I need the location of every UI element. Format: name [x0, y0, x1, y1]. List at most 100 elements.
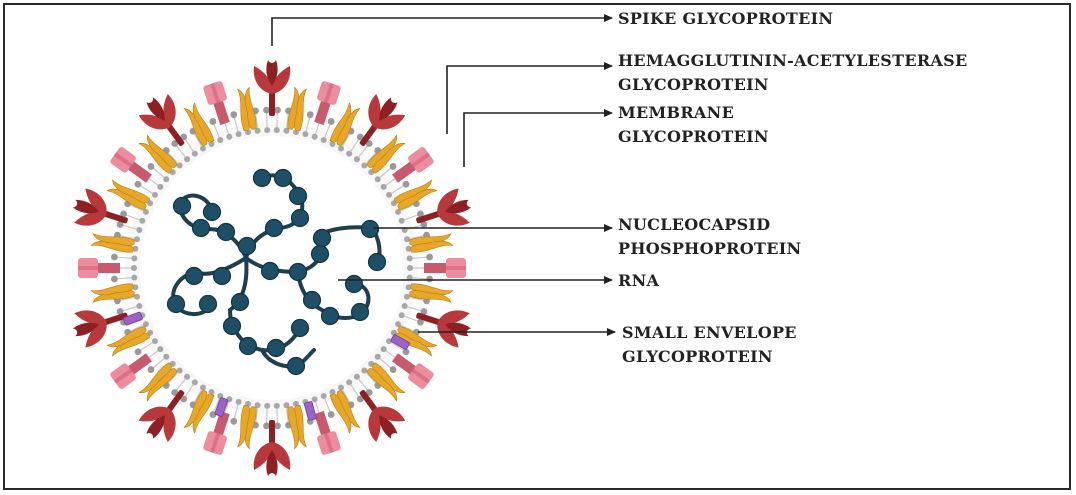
nucleocapsid-bead	[266, 338, 286, 358]
membrane-callout-line	[463, 109, 613, 167]
nucleocapsid-bead	[273, 168, 293, 188]
lipid-head	[306, 111, 314, 119]
lipid-tail	[167, 152, 179, 164]
lipid-head	[403, 293, 410, 300]
lipid-tail	[365, 372, 377, 384]
lipid-head	[361, 162, 368, 169]
lipid-head	[353, 373, 360, 380]
hemagglutinin-esterase	[424, 258, 466, 278]
lipid-head	[380, 346, 387, 353]
nucleocapsid-bead	[222, 316, 242, 336]
lipid-head	[361, 367, 368, 374]
hemagglutinin-esterase	[392, 353, 434, 389]
lipid-head	[226, 133, 233, 140]
lipid-head	[131, 255, 138, 262]
lipid-head	[142, 321, 149, 328]
lipid-tail	[341, 133, 351, 147]
membrane-glycoprotein	[138, 134, 178, 174]
lipid-tail	[324, 124, 331, 138]
lipid-tail	[400, 324, 414, 332]
lipid-tail	[358, 378, 368, 391]
labels: SPIKE GLYCOPROTEIN HEMAGGLUTININ-ACETYLE…	[618, 9, 967, 366]
lipid-head	[346, 379, 353, 386]
lipid-head	[283, 127, 290, 134]
lipid-head	[338, 145, 344, 152]
lipid-tail	[409, 296, 424, 301]
lipid-head	[402, 180, 410, 188]
lipid-tail	[117, 277, 132, 280]
lipid-head	[131, 274, 138, 281]
lipid-head	[273, 402, 280, 409]
hemagglutinin-esterase	[110, 353, 152, 389]
lipid-tail	[233, 117, 239, 132]
nucleocapsid-bead	[198, 294, 218, 314]
lipid-tail	[379, 167, 392, 178]
lipid-head	[142, 208, 149, 215]
rna-label: RNA	[618, 271, 660, 290]
lipid-head	[134, 293, 141, 300]
lipid-head	[209, 118, 217, 125]
lipid-head	[132, 245, 139, 252]
nucleocapsid-bead	[172, 196, 192, 216]
nucleocapsid-bead	[166, 294, 186, 314]
spike-glycoprotein	[416, 188, 472, 226]
membrane-label-line1: MEMBRANE	[618, 103, 734, 122]
lipid-tail	[404, 214, 418, 221]
nucleocapsid-bead	[290, 318, 310, 338]
membrane-glycoprotein	[90, 233, 135, 253]
lipid-head	[405, 245, 412, 252]
lipid-tail	[213, 124, 220, 138]
small-envelope-protein	[123, 311, 143, 326]
lipid-head	[110, 253, 118, 261]
lipid-head	[163, 353, 170, 360]
spike-glycoprotein	[72, 310, 128, 348]
lipid-head	[264, 402, 271, 409]
membrane-glycoprotein	[237, 405, 257, 450]
lipid-head	[389, 163, 397, 170]
lipid-head	[320, 392, 327, 399]
lipid-head	[180, 395, 188, 403]
lipid-head	[273, 127, 280, 134]
lipid-head	[401, 303, 408, 310]
lipid-head	[426, 275, 434, 283]
lipid-head	[176, 367, 183, 374]
membrane-label-line2: GLYCOPROTEIN	[618, 127, 769, 146]
lipid-tail	[140, 185, 153, 194]
lipid-head	[217, 137, 224, 144]
lipid-head	[356, 133, 364, 141]
nucleocapsid-beads	[166, 168, 387, 376]
spike-glycoprotein	[72, 188, 128, 226]
lipid-head	[163, 176, 170, 183]
lipid-head	[292, 400, 299, 407]
lipid-tail	[193, 389, 203, 403]
lipid-head	[398, 217, 405, 224]
lipid-tail	[117, 256, 132, 259]
lipid-tail	[167, 372, 179, 384]
lipid-head	[254, 402, 261, 409]
hemagglutinin-callout-line	[446, 62, 613, 134]
lipid-head	[235, 398, 242, 405]
lipid-head	[200, 145, 206, 152]
lipid-head	[302, 131, 309, 138]
lipid-head	[147, 163, 155, 170]
lipid-head	[263, 422, 270, 430]
lipid-tail	[184, 139, 194, 152]
lipid-tail	[126, 214, 140, 221]
nucleocapsid-bead	[312, 228, 332, 248]
lipid-head	[274, 422, 281, 430]
nucleocapsid-label-line1: NUCLEOCAPSID	[618, 215, 770, 234]
lipid-head	[254, 127, 261, 134]
nucleocapsid-bead	[260, 261, 280, 281]
lipid-tail	[213, 398, 220, 412]
nucleocapsid-bead	[212, 266, 232, 286]
hemagglutinin-esterase	[314, 411, 341, 455]
lipid-head	[191, 379, 198, 386]
lipid-tail	[391, 185, 404, 194]
membrane-glycoprotein	[138, 362, 178, 402]
lipid-head	[136, 226, 143, 233]
lipid-head	[398, 312, 405, 319]
membrane-glycoprotein	[409, 283, 454, 303]
hemagglutinin-esterase	[203, 411, 230, 455]
nucleocapsid-bead	[320, 306, 340, 326]
nucleocapsid-bead	[264, 218, 284, 238]
